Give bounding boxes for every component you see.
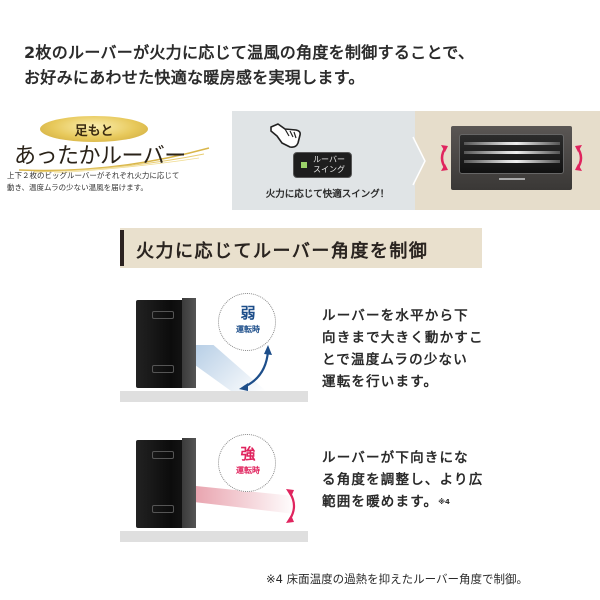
mode-description-weak: ルーバーを水平から下 向きまで大きく動かすこ とで温度ムラの少ない 運転を行いま… xyxy=(322,305,484,393)
louver-swing-button[interactable]: ルーバー スイング xyxy=(293,152,352,178)
floor-strong xyxy=(120,531,308,542)
louver-swing-label: ルーバー スイング xyxy=(309,155,349,175)
top-handle xyxy=(152,451,174,459)
button-label-line-1: ルーバー xyxy=(313,155,345,164)
description-line: 向きまで大きく動かすこ xyxy=(322,330,484,346)
mode-strength-weak: 弱 xyxy=(240,304,256,322)
description-line: とで温度ムラの少ない xyxy=(322,352,468,368)
mode-label-weak: 運転時 xyxy=(236,325,260,334)
footnote: ※4 床面温度の過熱を抑えたルーバー角度で制御。 xyxy=(266,572,528,586)
bottom-handle xyxy=(152,505,174,513)
upper-louver xyxy=(464,142,560,145)
footnote-ref: ※4 xyxy=(438,498,450,506)
section-accent-bar xyxy=(120,230,124,266)
floor-weak xyxy=(120,391,308,402)
feature-description-line-1: 上下２枚のビッグルーバーがそれぞれ火力に応じて xyxy=(7,171,180,180)
mode-badge-weak: 弱 運転時 xyxy=(218,293,276,351)
intro-line-2: お好みにあわせた快適な暖房感を実現します。 xyxy=(24,68,365,87)
description-line: る角度を調整し、より広 xyxy=(322,472,484,488)
feature-description-line-2: 動き、温度ムラの少ない温風を届けます。 xyxy=(7,183,148,192)
heater-outlet-strong xyxy=(182,438,196,528)
intro-text: 2枚のルーバーが火力に応じて温風の角度を制御することで、 お好みにあわせた快適な… xyxy=(24,40,584,90)
louver-window xyxy=(459,134,564,174)
feature-title: あったかルーバー xyxy=(14,144,186,169)
intro-line-1: 2枚のルーバーが火力に応じて温風の角度を制御することで、 xyxy=(24,43,475,62)
lower-louver xyxy=(464,160,560,163)
button-label-line-2: スイング xyxy=(313,165,345,174)
chevron-outline-icon xyxy=(412,136,426,186)
pointing-hand-icon xyxy=(270,123,301,148)
middle-louver xyxy=(464,151,560,154)
feature-description: 上下２枚のビッグルーバーがそれぞれ火力に応じて 動き、温度ムラの少ない温風を届け… xyxy=(7,170,222,194)
led-indicator-icon xyxy=(301,162,307,168)
heater-front-image xyxy=(451,126,572,190)
description-text: 範囲を暖めます。 xyxy=(322,494,439,510)
swing-arrow-weak-icon xyxy=(239,345,272,391)
bottom-handle xyxy=(152,365,174,373)
feature-logo: 足もと あったかルーバー xyxy=(0,108,230,208)
description-line: ルーバーを水平から下 xyxy=(322,308,469,324)
swing-arrow-right-icon xyxy=(575,145,583,171)
swing-caption: 火力に応じて快適スイング！ xyxy=(265,189,390,200)
brand-logo xyxy=(499,178,525,180)
swing-arrow-strong-icon xyxy=(286,489,296,523)
top-handle xyxy=(152,311,174,319)
mode-description-strong: ルーバーが下向きにな る角度を調整し、より広 範囲を暖めます。※4 xyxy=(322,447,483,513)
chevron-right-icon xyxy=(413,136,425,184)
badge-text: 足もと xyxy=(74,124,114,139)
mode-badge-strong: 強 運転時 xyxy=(218,434,276,492)
gold-swoosh-icon xyxy=(18,147,210,174)
swing-arrow-left-icon xyxy=(440,145,448,171)
heater-outlet-weak xyxy=(182,298,196,388)
gold-badge xyxy=(40,116,148,142)
description-line: 範囲を暖めます。※4 xyxy=(322,491,483,513)
mode-label-strong: 運転時 xyxy=(236,466,260,475)
section-header xyxy=(120,228,482,268)
mode-strength-strong: 強 xyxy=(240,445,256,463)
description-line: ルーバーが下向きにな xyxy=(322,450,469,466)
description-line: 運転を行います。 xyxy=(322,374,439,390)
section-title: 火力に応じてルーバー角度を制御 xyxy=(136,241,429,262)
